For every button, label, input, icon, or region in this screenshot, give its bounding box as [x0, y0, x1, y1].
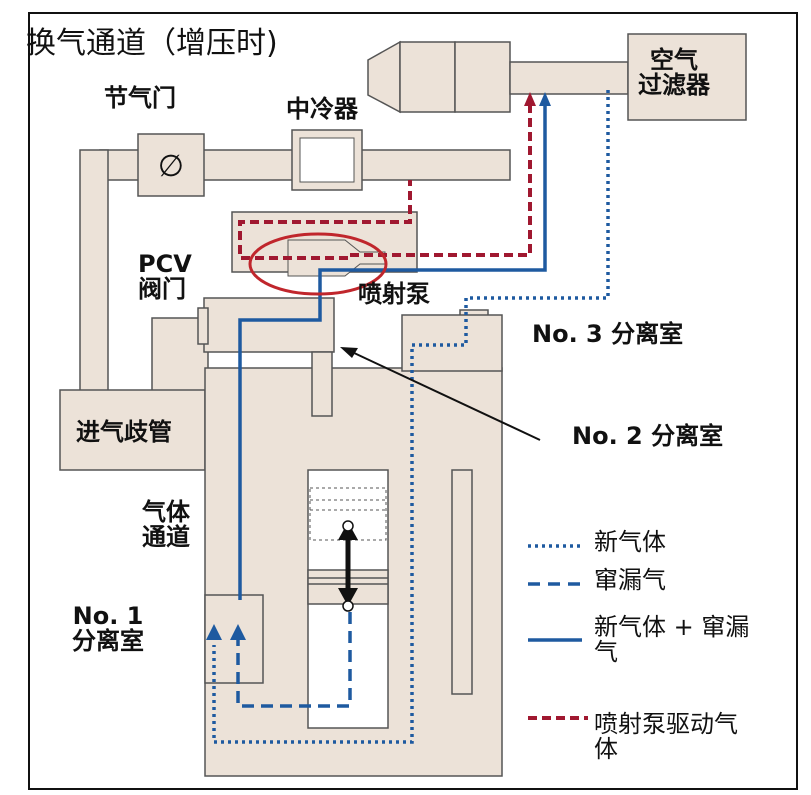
throttle-label: 节气门	[104, 84, 176, 112]
fresh-gas-flow	[212, 90, 610, 744]
ejector-label: 喷射泵	[358, 280, 430, 308]
intake-duct-segment-2	[454, 41, 511, 113]
left-vertical-pipe	[79, 149, 109, 393]
chamber2-port	[311, 351, 333, 417]
blowby-flow	[236, 612, 352, 708]
ejector-drive-flow	[238, 104, 532, 260]
intake-duct-segment-3	[509, 61, 629, 95]
chamber2-pointer-line	[351, 351, 541, 441]
throttle-body	[137, 133, 205, 197]
pcv-valve-label: PCV 阀门	[138, 250, 192, 304]
gas-passage-label: 气体 通道	[142, 498, 190, 552]
intake-manifold-box	[59, 389, 206, 471]
legend-fresh-gas-text: 新气体	[594, 528, 666, 556]
intake-duct-segment-1	[399, 41, 456, 113]
air-filter-box	[627, 33, 747, 121]
chamber3-inner	[401, 314, 503, 372]
intake-manifold-label: 进气歧管	[76, 418, 172, 446]
air-filter-label: 空气 过滤器	[638, 46, 710, 100]
chamber1-label: No. 1 分离室	[72, 602, 144, 656]
legend-blowby-text: 窜漏气	[594, 566, 666, 594]
pcv-valve-cap	[197, 307, 209, 345]
air-intake-horn	[367, 40, 401, 114]
chamber3-label: No. 3 分离室	[532, 320, 684, 348]
diagram-frame	[28, 12, 798, 790]
intercooler-label: 中冷器	[286, 95, 358, 123]
throttle-symbol: ∅	[158, 149, 184, 184]
diagram-title: 换气通道（增压时)	[26, 26, 278, 61]
pcv-valve-block	[203, 297, 335, 353]
legend-ejector-drive-text: 喷射泵驱动气 体	[594, 710, 738, 764]
blue-flow-arrow	[539, 92, 551, 106]
chamber1-arrow-right	[230, 624, 246, 640]
legend-mixed-text: 新气体 + 窜漏 气	[594, 613, 750, 667]
chamber1-arrow-left	[206, 624, 222, 640]
piston-arrow-down	[338, 588, 358, 606]
right-rail	[451, 469, 473, 695]
red-flow-arrow	[524, 92, 536, 106]
ejector-highlight-ellipse	[248, 232, 388, 296]
chamber2-label: No. 2 分离室	[572, 422, 724, 450]
